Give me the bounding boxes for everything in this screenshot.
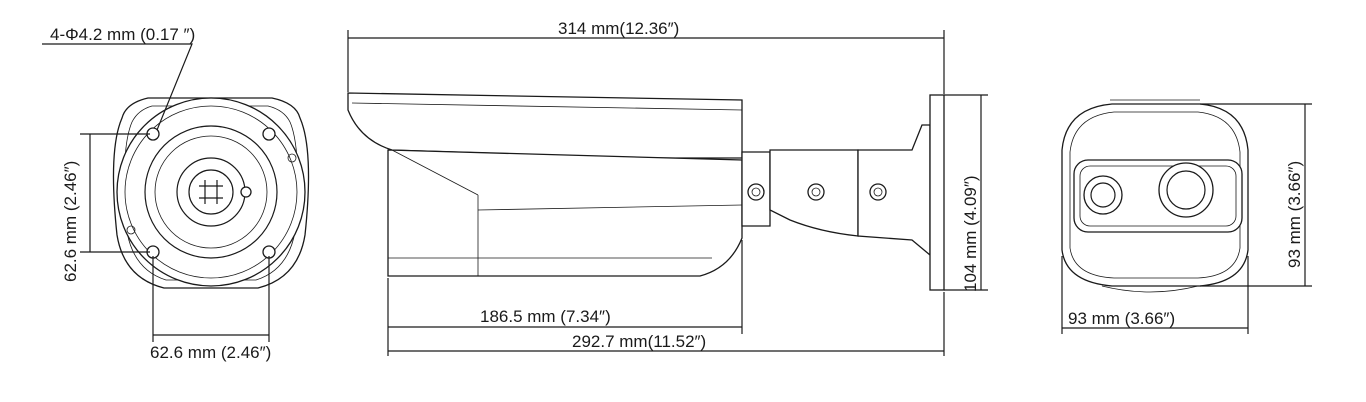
hole-spec-leader xyxy=(42,43,193,131)
sunshield-slope xyxy=(391,149,479,196)
housing-length-label: 186.5 mm (7.34″) xyxy=(480,307,611,326)
vertical-spacing-label: 62.6 mm (2.46″) xyxy=(61,161,80,282)
back-width-label: 93 mm (3.66″) xyxy=(1068,309,1175,328)
small-lens-inner xyxy=(1090,182,1116,208)
small-hole-right xyxy=(287,153,297,163)
wall-plate xyxy=(929,94,945,291)
center-lock-screw xyxy=(240,186,252,198)
camera-housing xyxy=(387,149,743,277)
back-view: 93 mm (3.66″) 93 mm (3.66″) xyxy=(1061,99,1312,334)
lens-window-inner xyxy=(1079,165,1237,227)
horizontal-spacing-label: 62.6 mm (2.46″) xyxy=(150,343,271,362)
bracket-screw-1 xyxy=(747,183,765,201)
center-lock-cross xyxy=(199,180,223,204)
base-plate-ring-inner xyxy=(144,125,278,259)
back-height-label: 93 mm (3.66″) xyxy=(1285,161,1304,268)
bracket-screw-2-inner xyxy=(811,187,821,197)
small-lens xyxy=(1083,175,1123,215)
housing-groove xyxy=(477,204,743,211)
back-housing-inner xyxy=(1069,111,1241,279)
back-base xyxy=(1101,285,1199,293)
bracket-screw-3-inner xyxy=(873,187,883,197)
large-lens-inner xyxy=(1166,170,1206,210)
bracket-screw-1-inner xyxy=(751,187,761,197)
body-length-label: 292.7 mm(11.52″) xyxy=(572,332,706,351)
back-height-line xyxy=(1200,103,1312,287)
back-width-line xyxy=(1061,256,1249,334)
body-length-line xyxy=(388,292,945,356)
side-view: 314 mm(12.36″) 186.5 mm (7.34″) 292.7 mm… xyxy=(347,19,988,356)
mount-height-label: 104 mm (4.09″) xyxy=(961,175,980,292)
front-view: 4-Φ4.2 mm (0.17 ″) 62.6 mm (2.46″) 62.6 … xyxy=(42,25,310,362)
center-lock-inner xyxy=(188,169,234,215)
mount-height-line xyxy=(944,94,988,291)
sunshield xyxy=(347,92,743,159)
small-hole-left xyxy=(126,225,136,235)
base-plate-ring xyxy=(124,105,298,279)
overall-length-label: 314 mm(12.36″) xyxy=(558,19,679,38)
housing-length-line xyxy=(387,240,743,356)
hole-spec-label: 4-Φ4.2 mm (0.17 ″) xyxy=(50,25,195,44)
base-plate-ring-core xyxy=(154,135,268,249)
bracket-screw-2 xyxy=(807,183,825,201)
sunshield-edge xyxy=(351,102,743,111)
bracket-screw-3 xyxy=(869,183,887,201)
horizontal-spacing-line xyxy=(152,256,270,342)
mounting-hole-tr xyxy=(262,127,276,141)
vertical-spacing-line xyxy=(80,133,150,253)
overall-length-line xyxy=(347,30,945,94)
bracket-joint xyxy=(857,124,931,257)
